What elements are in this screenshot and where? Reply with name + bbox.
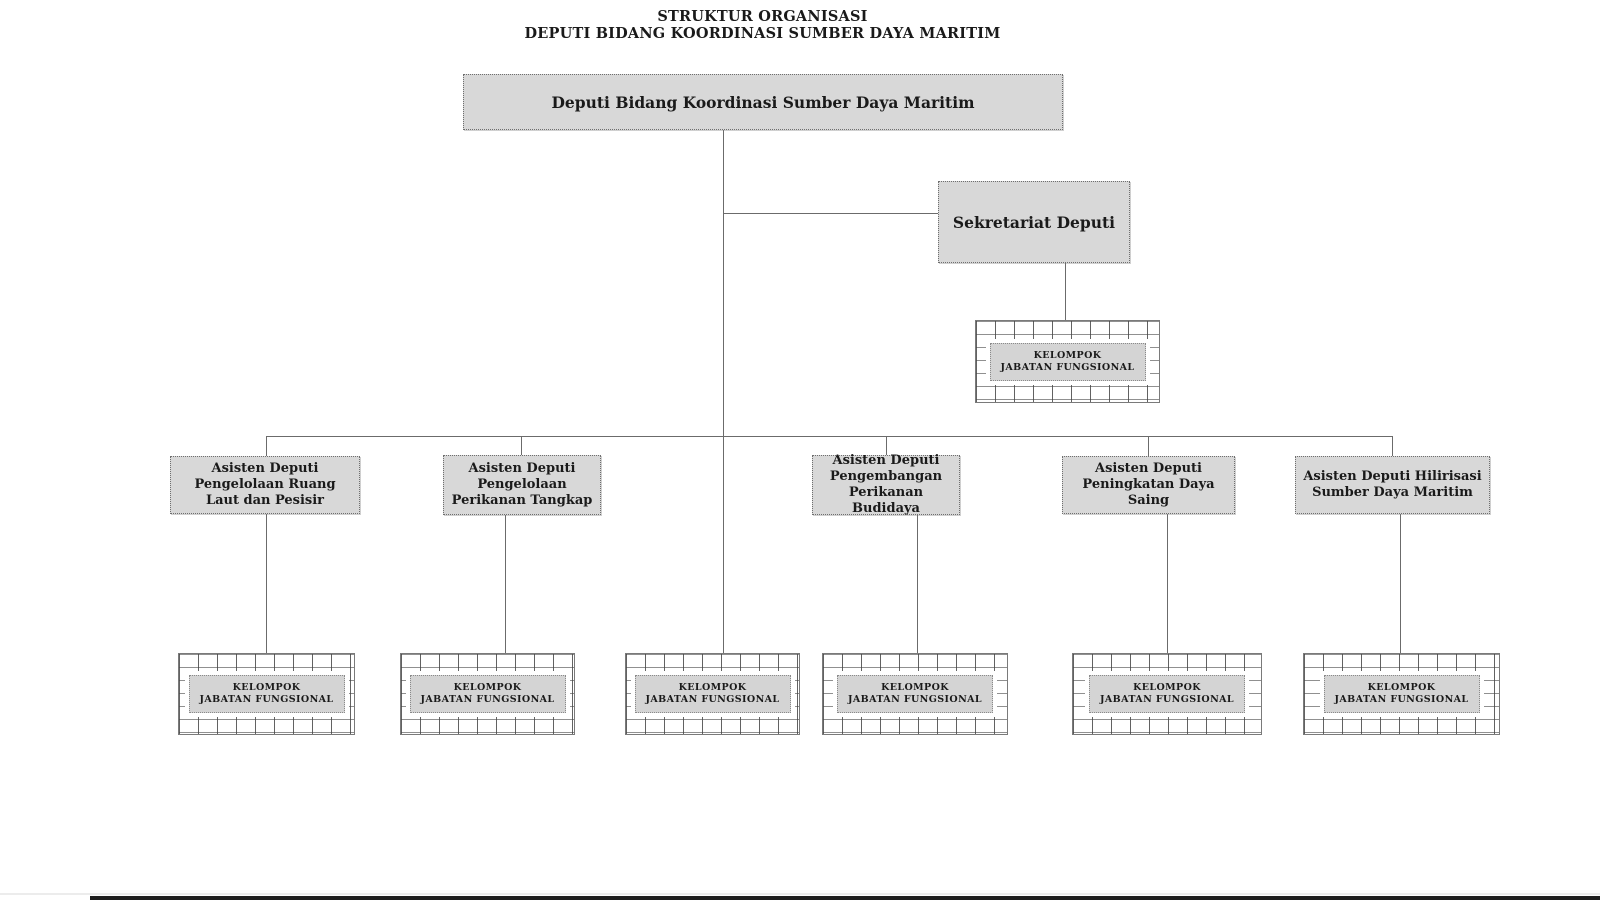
functional-group-label-line1: KELOMPOK — [881, 682, 949, 693]
functional-group-label-line2: JABATAN FUNGSIONAL — [199, 694, 334, 705]
functional-group-label: KELOMPOK JABATAN FUNGSIONAL — [188, 675, 345, 713]
functional-group-3: KELOMPOK JABATAN FUNGSIONAL — [625, 653, 800, 735]
functional-group-secretariat: KELOMPOK JABATAN FUNGSIONAL — [975, 320, 1160, 403]
connector-drop-asdep-1 — [266, 436, 267, 456]
functional-group-label: KELOMPOK JABATAN FUNGSIONAL — [634, 675, 791, 713]
org-node-asdep-perikanan-tangkap: Asisten Deputi Pengelolaan Perikanan Tan… — [443, 455, 601, 515]
org-node-asdep-3-label: Asisten Deputi Pengembangan Perikanan Bu… — [829, 453, 943, 516]
functional-group-inner: KELOMPOK JABATAN FUNGSIONAL — [985, 338, 1150, 385]
org-node-asdep-4-label: Asisten Deputi Peningkatan Daya Saing — [1082, 461, 1215, 508]
connector-secretariat-horizontal — [723, 213, 938, 214]
connector-asdep5-kjf — [1400, 514, 1401, 653]
functional-group-inner: KELOMPOK JABATAN FUNGSIONAL — [1085, 671, 1249, 717]
functional-group-label-line2: JABATAN FUNGSIONAL — [645, 694, 780, 705]
connector-drop-asdep-2 — [521, 436, 522, 456]
functional-group-2: KELOMPOK JABATAN FUNGSIONAL — [400, 653, 575, 735]
functional-group-label-line1: KELOMPOK — [1033, 349, 1102, 361]
connector-root-vertical — [723, 130, 724, 653]
functional-group-label-line2: JABATAN FUNGSIONAL — [1100, 694, 1234, 705]
connector-asdep3-kjf — [917, 515, 918, 653]
functional-group-label-line2: JABATAN FUNGSIONAL — [1000, 361, 1135, 373]
org-node-asdep-perikanan-budidaya: Asisten Deputi Pengembangan Perikanan Bu… — [812, 453, 960, 516]
functional-group-4: KELOMPOK JABATAN FUNGSIONAL — [822, 653, 1008, 735]
functional-group-label-line1: KELOMPOK — [1133, 682, 1201, 693]
functional-group-label-line1: KELOMPOK — [453, 682, 522, 693]
org-node-asdep-hilirisasi: Asisten Deputi Hilirisasi Sumber Daya Ma… — [1295, 456, 1490, 514]
org-node-asdep-2-label: Asisten Deputi Pengelolaan Perikanan Tan… — [451, 461, 593, 508]
connector-asdep1-kjf — [266, 513, 267, 653]
connector-secretariat-down — [1065, 263, 1066, 320]
org-node-deputi-root-label: Deputi Bidang Koordinasi Sumber Daya Mar… — [551, 92, 975, 112]
org-node-sekretariat: Sekretariat Deputi — [938, 181, 1130, 263]
page-title-line1: STRUKTUR ORGANISASI — [657, 8, 868, 25]
org-node-deputi-root: Deputi Bidang Koordinasi Sumber Daya Mar… — [463, 74, 1063, 130]
functional-group-5: KELOMPOK JABATAN FUNGSIONAL — [1072, 653, 1262, 735]
functional-group-label: KELOMPOK JABATAN FUNGSIONAL — [409, 675, 566, 713]
org-node-asdep-daya-saing: Asisten Deputi Peningkatan Daya Saing — [1062, 456, 1235, 514]
functional-group-label: KELOMPOK JABATAN FUNGSIONAL — [1089, 675, 1245, 713]
functional-group-inner: KELOMPOK JABATAN FUNGSIONAL — [184, 671, 349, 717]
org-node-asdep-1-label: Asisten Deputi Pengelolaan Ruang Laut da… — [194, 461, 336, 508]
functional-group-inner: KELOMPOK JABATAN FUNGSIONAL — [1319, 671, 1484, 717]
connector-drop-asdep-5 — [1392, 436, 1393, 456]
functional-group-6: KELOMPOK JABATAN FUNGSIONAL — [1303, 653, 1500, 735]
connector-asdep4-kjf — [1167, 514, 1168, 653]
functional-group-inner: KELOMPOK JABATAN FUNGSIONAL — [833, 671, 997, 717]
functional-group-label-line2: JABATAN FUNGSIONAL — [848, 694, 982, 705]
connector-drop-asdep-4 — [1148, 436, 1149, 456]
connector-asdep2-kjf — [505, 515, 506, 653]
functional-group-label-line2: JABATAN FUNGSIONAL — [1334, 694, 1469, 705]
functional-group-1: KELOMPOK JABATAN FUNGSIONAL — [178, 653, 355, 735]
functional-group-inner: KELOMPOK JABATAN FUNGSIONAL — [630, 671, 795, 717]
functional-group-label: KELOMPOK JABATAN FUNGSIONAL — [989, 342, 1146, 381]
page-bottom-bar — [90, 896, 1600, 900]
page-title-line2: DEPUTI BIDANG KOORDINASI SUMBER DAYA MAR… — [524, 25, 1001, 42]
functional-group-label-line2: JABATAN FUNGSIONAL — [420, 694, 555, 705]
functional-group-label: KELOMPOK JABATAN FUNGSIONAL — [837, 675, 993, 713]
functional-group-label-line1: KELOMPOK — [678, 682, 747, 693]
connector-assistants-rail — [266, 436, 1392, 437]
page-bottom-hairline — [0, 893, 1600, 895]
functional-group-inner: KELOMPOK JABATAN FUNGSIONAL — [405, 671, 570, 717]
functional-group-label-line1: KELOMPOK — [1367, 682, 1436, 693]
functional-group-label: KELOMPOK JABATAN FUNGSIONAL — [1323, 675, 1480, 713]
org-node-sekretariat-label: Sekretariat Deputi — [952, 212, 1116, 232]
org-node-asdep-5-label: Asisten Deputi Hilirisasi Sumber Daya Ma… — [1303, 469, 1482, 500]
org-node-asdep-ruang-laut: Asisten Deputi Pengelolaan Ruang Laut da… — [170, 456, 360, 514]
connector-drop-asdep-3 — [886, 436, 887, 456]
page-title: STRUKTUR ORGANISASI DEPUTI BIDANG KOORDI… — [0, 8, 1525, 42]
functional-group-label-line1: KELOMPOK — [232, 682, 301, 693]
